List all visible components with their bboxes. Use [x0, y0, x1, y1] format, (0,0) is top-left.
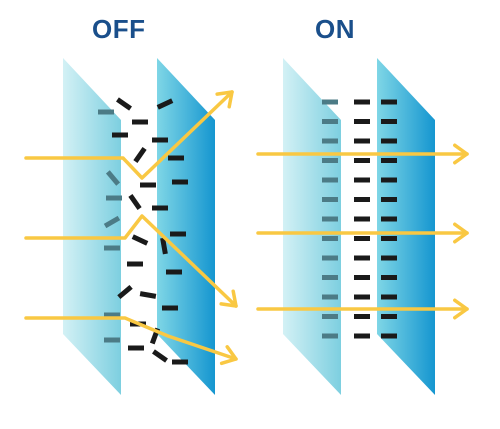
off-light-ray [24, 90, 234, 180]
liquid-crystal-molecule [160, 237, 168, 255]
liquid-crystal-molecule [381, 236, 397, 241]
liquid-crystal-molecule [98, 109, 114, 115]
liquid-crystal-molecule [322, 333, 338, 339]
liquid-crystal-molecule [354, 216, 370, 222]
liquid-crystal-molecule [168, 155, 184, 161]
liquid-crystal-molecule [156, 98, 174, 110]
liquid-crystal-molecule [381, 333, 397, 339]
liquid-crystal-molecule [322, 197, 338, 202]
liquid-crystal-molecule [152, 137, 168, 143]
liquid-crystal-molecule [103, 215, 121, 229]
liquid-crystal-molecule [354, 99, 370, 105]
liquid-crystal-molecule [322, 236, 338, 241]
liquid-crystal-molecule [166, 269, 182, 275]
liquid-crystal-molecule [381, 275, 397, 280]
liquid-crystal-molecule [381, 294, 397, 300]
liquid-crystal-molecule [106, 195, 122, 201]
liquid-crystal-molecule [322, 275, 338, 280]
liquid-crystal-molecule [381, 158, 397, 163]
on-liquid-crystals [322, 99, 397, 339]
liquid-crystal-molecule [381, 216, 397, 222]
liquid-crystal-molecule [381, 177, 397, 183]
liquid-crystal-molecule [354, 294, 370, 300]
liquid-crystal-molecule [381, 314, 397, 319]
liquid-crystal-molecule [117, 284, 133, 300]
off-light-rays [24, 90, 238, 366]
liquid-crystal-molecule [152, 349, 168, 363]
liquid-crystal-molecule [127, 261, 143, 267]
liquid-crystal-molecule [139, 291, 157, 299]
liquid-crystal-molecule [354, 255, 370, 261]
liquid-crystal-molecule [381, 197, 397, 202]
liquid-crystal-molecule [104, 245, 120, 251]
liquid-crystal-molecule [354, 138, 370, 144]
liquid-crystal-molecule [128, 194, 142, 210]
liquid-crystal-molecule [322, 119, 338, 124]
liquid-crystal-molecule [354, 275, 370, 280]
liquid-crystal-molecule [322, 158, 338, 163]
liquid-crystal-molecule [128, 345, 144, 351]
off-panel [24, 58, 238, 395]
liquid-crystal-molecule [140, 182, 156, 188]
liquid-crystal-molecule [172, 359, 188, 365]
on-panel-title: ON [315, 14, 355, 44]
off-panel-title: OFF [92, 14, 146, 44]
liquid-crystal-molecule [105, 170, 121, 186]
off-light-ray [24, 316, 238, 366]
liquid-crystal-molecule [354, 333, 370, 339]
liquid-crystal-molecule [170, 231, 186, 237]
liquid-crystal-molecule [322, 294, 338, 300]
liquid-crystal-molecule [354, 119, 370, 124]
on-light-ray [256, 298, 469, 320]
on-back-polarizer-plate [377, 58, 435, 395]
liquid-crystal-molecule [152, 205, 168, 211]
liquid-crystal-molecule [381, 255, 397, 261]
liquid-crystal-molecule [104, 312, 120, 318]
off-back-polarizer-plate [157, 58, 215, 395]
liquid-crystal-molecule [132, 119, 148, 125]
liquid-crystal-molecule [381, 138, 397, 144]
off-light-ray [24, 214, 238, 308]
liquid-crystal-molecule [162, 305, 178, 311]
liquid-crystal-molecule [322, 177, 338, 183]
liquid-crystal-molecule [354, 177, 370, 183]
on-light-rays [256, 143, 469, 320]
liquid-crystal-molecule [131, 234, 149, 246]
liquid-crystal-molecule [322, 99, 338, 105]
off-front-polarizer-plate [63, 58, 121, 395]
liquid-crystal-molecule [354, 236, 370, 241]
on-front-polarizer-plate [283, 58, 341, 395]
liquid-crystal-molecule [133, 147, 147, 163]
liquid-crystal-molecule [322, 255, 338, 261]
liquid-crystal-molecule [354, 314, 370, 319]
liquid-crystal-molecule [354, 197, 370, 202]
on-light-ray [256, 222, 469, 244]
on-panel [256, 58, 469, 395]
liquid-crystal-molecule [112, 132, 128, 138]
liquid-crystal-molecule [322, 216, 338, 222]
liquid-crystal-molecule [116, 97, 132, 111]
liquid-crystal-molecule [322, 138, 338, 144]
on-light-ray [256, 143, 469, 165]
liquid-crystal-molecule [381, 99, 397, 105]
liquid-crystal-molecule [381, 119, 397, 124]
liquid-crystal-molecule [322, 314, 338, 319]
liquid-crystal-molecule [354, 158, 370, 163]
liquid-crystal-molecule [172, 179, 188, 185]
liquid-crystal-molecule [104, 337, 120, 343]
